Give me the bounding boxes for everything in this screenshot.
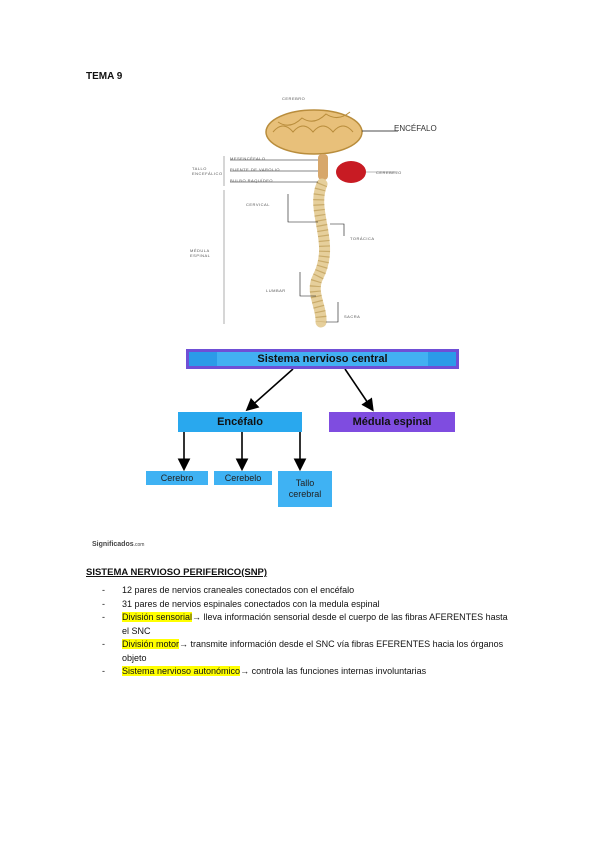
node-cerebro: Cerebro [146,471,208,485]
label-mesencefalo: MESENCÉFALO [230,156,266,161]
item-text: 31 pares de nervios espinales conectados… [122,598,380,609]
source-brand: Significados [92,541,134,548]
node-tallo-line2: cerebral [288,489,322,499]
item-text: → lleva información sensorial desde el c… [122,612,508,636]
item-text: 12 pares de nervios craneales conectados… [122,585,355,595]
cerebellum-drawing [336,161,366,183]
list-item: Sistema nervioso autonómico→ controla la… [102,665,512,679]
label-cervical: CERVICAL [246,202,270,207]
item-text: → transmite información desde el SNC vía… [122,639,504,663]
node-medula-espinal: Médula espinal [329,412,455,432]
label-toracica: TORÁCICA [350,236,375,241]
label-cerebelo: CEREBELO [376,170,402,175]
node-encefalo: Encéfalo [178,412,302,432]
label-sacra: SACRA [344,314,361,319]
source-watermark: Significados.com [92,541,144,548]
item-highlight: Sistema nervioso autonómico [122,666,241,676]
node-root-label: Sistema nervioso central [217,352,428,366]
arrow-to-encefalo [245,368,294,412]
section-heading-snp: SISTEMA NERVIOSO PERIFERICO(SNP) [86,567,268,578]
nervous-system-illustration: CEREBRO ENCÉFALO TALLO ENCEFÁLICO MESENC… [190,92,437,330]
source-suffix: .com [133,542,145,548]
list-item: División motor→ transmite información de… [102,638,512,665]
spine-drawing [309,178,331,328]
label-bulbo: BULBO RAQUÍDEO [230,178,274,183]
brain-drawing [265,109,363,155]
list-item: 31 pares de nervios espinales conectados… [102,598,512,612]
arrow-to-medula [344,368,374,412]
label-puente: PUENTE DE VAROLIO [230,167,280,172]
item-text: → controla las funciones internas involu… [240,666,427,676]
list-item: División sensorial→ lleva información se… [102,611,512,638]
node-sistema-nervioso-central: Sistema nervioso central [186,349,459,369]
label-medula: MÉDULA ESPINAL [190,248,211,258]
snp-list: 12 pares de nervios craneales conectados… [102,584,512,679]
item-highlight: División sensorial [122,612,193,622]
node-cerebelo: Cerebelo [214,471,272,485]
page-title: TEMA 9 [86,71,123,82]
label-lumbar: LUMBAR [266,288,286,293]
list-item: 12 pares de nervios craneales conectados… [102,584,512,598]
label-encefalo: ENCÉFALO [394,124,437,133]
label-tallo: TALLO ENCEFÁLICO [192,166,223,176]
label-cerebro: CEREBRO [282,96,306,101]
node-tallo-line1: Tallo [295,478,315,488]
item-highlight: División motor [122,639,180,649]
brainstem-drawing [318,154,328,180]
node-tallo-cerebral: Tallo cerebral [278,471,332,507]
